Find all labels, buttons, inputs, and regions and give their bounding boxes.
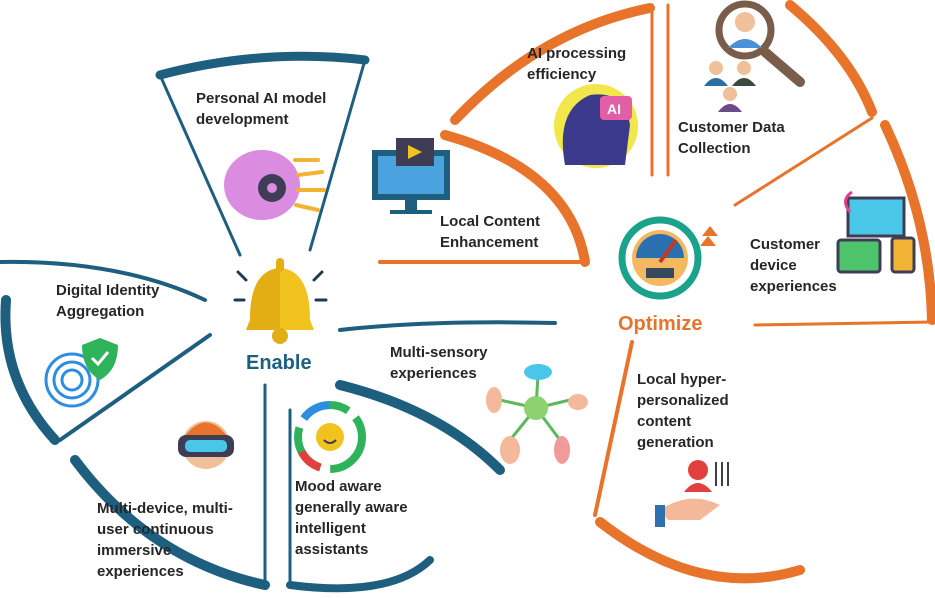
enable-item-personal-ai: Personal AI model development [196, 90, 327, 128]
optimize-item-customer-data: Customer Data Collection [678, 119, 785, 157]
enable-item-mood-aware: Mood aware generally aware intelligent a… [295, 478, 408, 558]
vr-headset-icon [178, 421, 234, 469]
optimize-segments [378, 0, 935, 584]
devices-icon [836, 190, 916, 274]
enable-segments [0, 51, 557, 593]
enable-item-multi-sensory: Multi-sensory experiences [390, 344, 488, 382]
fingerprint-shield-icon [44, 338, 118, 408]
speedometer-icon [618, 216, 718, 300]
bell-icon [233, 258, 328, 344]
optimize-item-local-content: Local Content Enhancement [440, 213, 540, 251]
ai-head-icon: AI [554, 84, 638, 168]
enable-hub-label: Enable [246, 352, 312, 374]
svg-text:AI: AI [607, 101, 621, 117]
optimize-hub-label: Optimize [618, 313, 703, 335]
enable-item-digital-identity: Digital Identity Aggregation [56, 282, 160, 320]
brain-gear-icon [224, 150, 326, 220]
enable-item-multi-device: Multi-device, multi-user continuous imme… [97, 500, 233, 580]
senses-icon [486, 364, 588, 464]
optimize-item-hyper-personalized: Local hyper-personalized content generat… [637, 371, 729, 451]
mood-dial-icon [294, 401, 366, 473]
optimize-item-customer-device: Customer device experiences [750, 236, 837, 295]
people-search-icon [704, 0, 805, 112]
video-editor-icon [372, 138, 450, 214]
optimize-item-ai-efficiency: AI processing efficiency [527, 45, 627, 83]
personalization-icon [655, 460, 729, 527]
